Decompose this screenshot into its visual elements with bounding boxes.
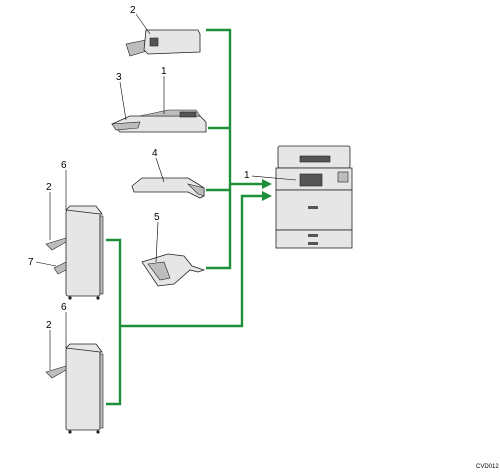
callout-6-finisher-bottom: 6 [61,302,67,313]
callout-1-adf: 1 [161,66,167,77]
image-code: CVD012 [476,464,499,470]
connector-lines [106,28,272,406]
finisher-top: 6 2 7 [28,160,104,300]
callout-4-cover: 4 [152,148,158,159]
finisher-bottom: 6 2 [45,302,104,434]
connector-top-options [206,28,232,270]
connector-finishers [106,238,122,406]
callout-1-machine: 1 [244,170,250,181]
arrow-to-machine-bottom [262,191,272,201]
option-cover: 4 [131,148,205,199]
callout-2-finisher-top: 2 [46,182,52,193]
option-top-unit: 2 [125,5,201,57]
callout-5-output-tray: 5 [154,212,160,223]
option-adf: 3 1 [111,66,207,133]
callout-2-finisher-bottom: 2 [46,320,52,331]
main-machine: 1 [244,145,353,249]
callout-2-top: 2 [130,5,136,16]
callout-6-finisher-top: 6 [61,160,67,171]
callout-3-adf-tray: 3 [116,72,122,83]
option-output-tray: 5 [141,212,206,287]
callout-7-finisher-top: 7 [28,257,34,268]
arrow-to-machine-top [262,179,272,189]
